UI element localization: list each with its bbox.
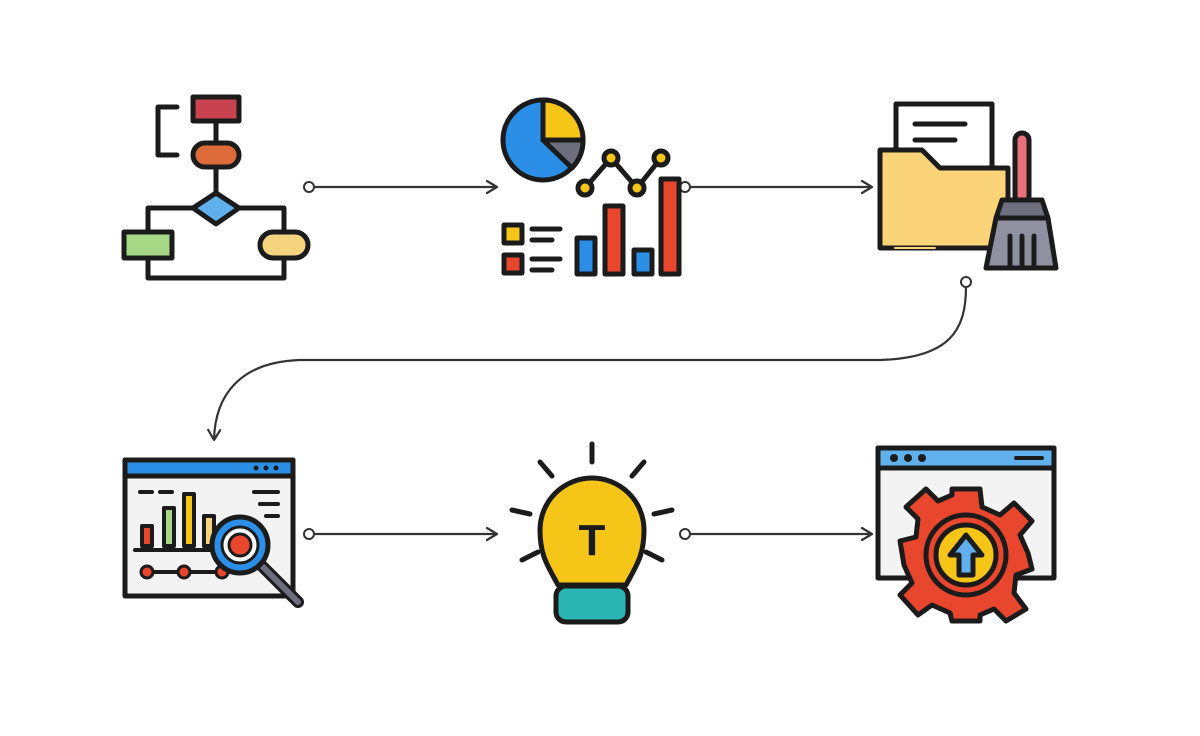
dashboard-analysis-icon [122, 457, 304, 608]
flowchart-icon [121, 94, 311, 281]
gear-upgrade-icon [875, 445, 1057, 624]
connector-5-6 [679, 529, 872, 539]
bulb-letter: T [579, 516, 606, 565]
connector-2-3 [679, 182, 872, 192]
connector-3-4 [214, 276, 972, 440]
connector-1-2 [303, 182, 497, 192]
connector-4-5 [303, 529, 497, 539]
data-charts-icon [500, 97, 682, 277]
folder-cleaning-icon [877, 101, 1059, 271]
lightbulb-insight-icon: T [509, 441, 675, 625]
